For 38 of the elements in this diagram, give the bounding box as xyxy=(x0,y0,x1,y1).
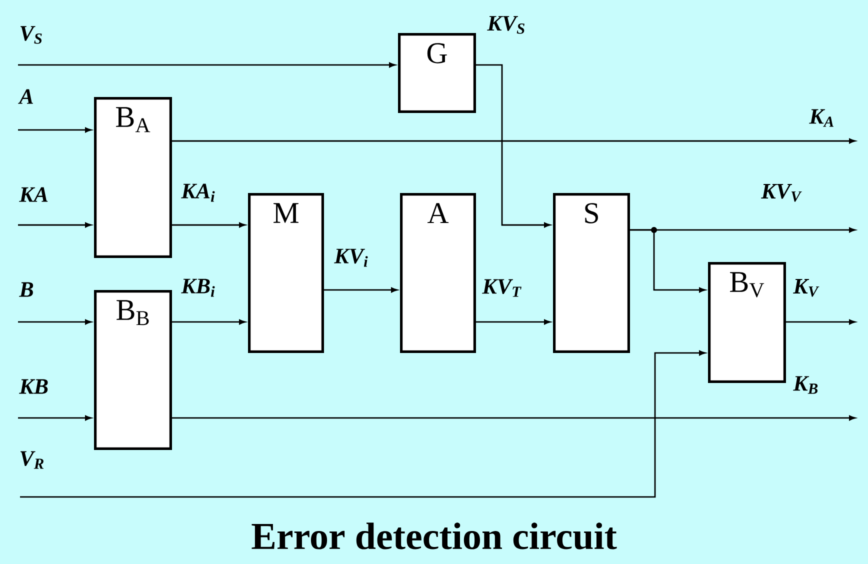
arrow xyxy=(18,222,92,228)
arrow xyxy=(18,127,92,133)
signal-label: V$_{R}$ xyxy=(20,451,44,469)
arrow xyxy=(324,287,398,293)
arrow xyxy=(172,415,856,421)
arrow xyxy=(172,222,246,228)
signal-label: K$_{V}$ xyxy=(793,279,820,297)
block-box: M xyxy=(248,192,324,353)
block-box: B$_{B}$ xyxy=(94,290,172,450)
arrow xyxy=(172,138,856,144)
arrow xyxy=(476,64,550,228)
signal-label: B xyxy=(19,282,34,297)
signal-label: K$_{A}$ xyxy=(809,109,834,127)
block-box: G xyxy=(398,33,476,113)
signal-label: KV$_{T}$ xyxy=(482,279,522,297)
block-box: A xyxy=(400,192,476,353)
signal-label: KV$_{i}$ xyxy=(334,248,368,267)
block-box: B$_{V}$ xyxy=(708,262,786,383)
caption: Error detection circuit xyxy=(252,522,617,550)
signal-label: KV$_{V}$ xyxy=(761,184,802,202)
signal-label: V$_{S}$ xyxy=(20,26,42,44)
signal-label: KB xyxy=(19,379,48,394)
arrow xyxy=(18,415,92,421)
signal-label: A xyxy=(18,89,33,104)
block-box: B$_{A}$ xyxy=(94,97,172,258)
signal-label: KA$_{i}$ xyxy=(181,184,215,202)
arrow xyxy=(18,62,396,68)
arrow xyxy=(476,319,550,325)
arrow xyxy=(630,229,706,293)
arrow xyxy=(18,319,92,325)
signal-label: KV$_{S}$ xyxy=(487,16,524,34)
arrow xyxy=(786,319,856,325)
signal-label: K$_{B}$ xyxy=(793,376,818,394)
block-box: S xyxy=(553,192,630,353)
signal-label: KB$_{i}$ xyxy=(181,278,215,297)
arrow xyxy=(172,319,246,325)
signal-label: KA xyxy=(19,187,48,202)
arrow xyxy=(20,350,706,498)
